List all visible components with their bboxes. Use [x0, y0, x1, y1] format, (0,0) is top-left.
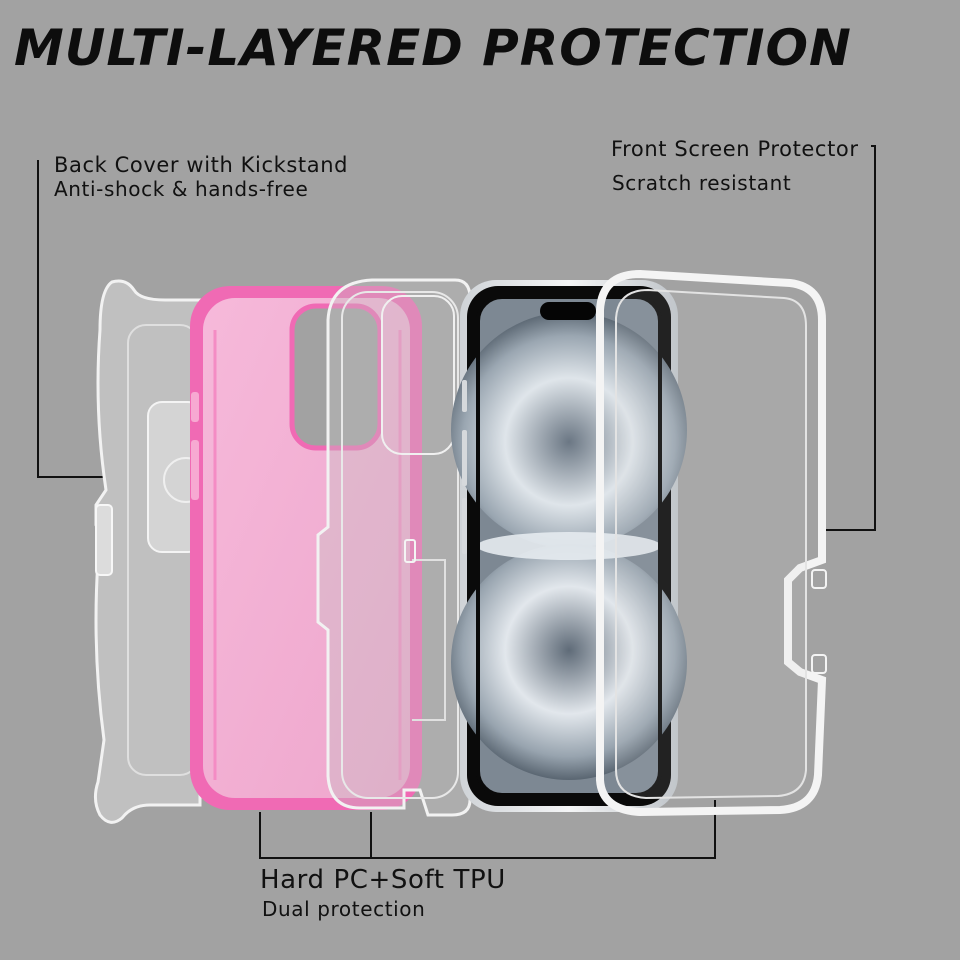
dual-layer-leader	[259, 800, 716, 859]
front-screen-subtitle: Scratch resistant	[612, 171, 792, 195]
back-cover-leader	[37, 160, 103, 478]
clear-pc-frame	[316, 278, 472, 817]
callout-lines	[37, 145, 876, 859]
front-screen-leader	[822, 145, 876, 531]
phone	[451, 280, 687, 812]
wallpaper-orb-top	[451, 312, 687, 548]
front-screen-protector	[596, 269, 827, 817]
dual-layer-title: Hard PC+Soft TPU	[260, 865, 506, 895]
back-cover-subtitle: Anti-shock & hands-free	[54, 177, 309, 201]
pink-tpu-shell	[190, 286, 422, 810]
headline: MULTI-LAYERED PROTECTION	[14, 19, 852, 77]
holster-back-cover	[93, 279, 209, 824]
back-cover-title: Back Cover with Kickstand	[54, 153, 349, 177]
front-screen-title: Front Screen Protector	[611, 137, 859, 161]
dual-layer-subtitle: Dual protection	[262, 897, 426, 921]
wallpaper-orb-bottom	[451, 544, 687, 780]
dynamic-island	[540, 302, 596, 320]
